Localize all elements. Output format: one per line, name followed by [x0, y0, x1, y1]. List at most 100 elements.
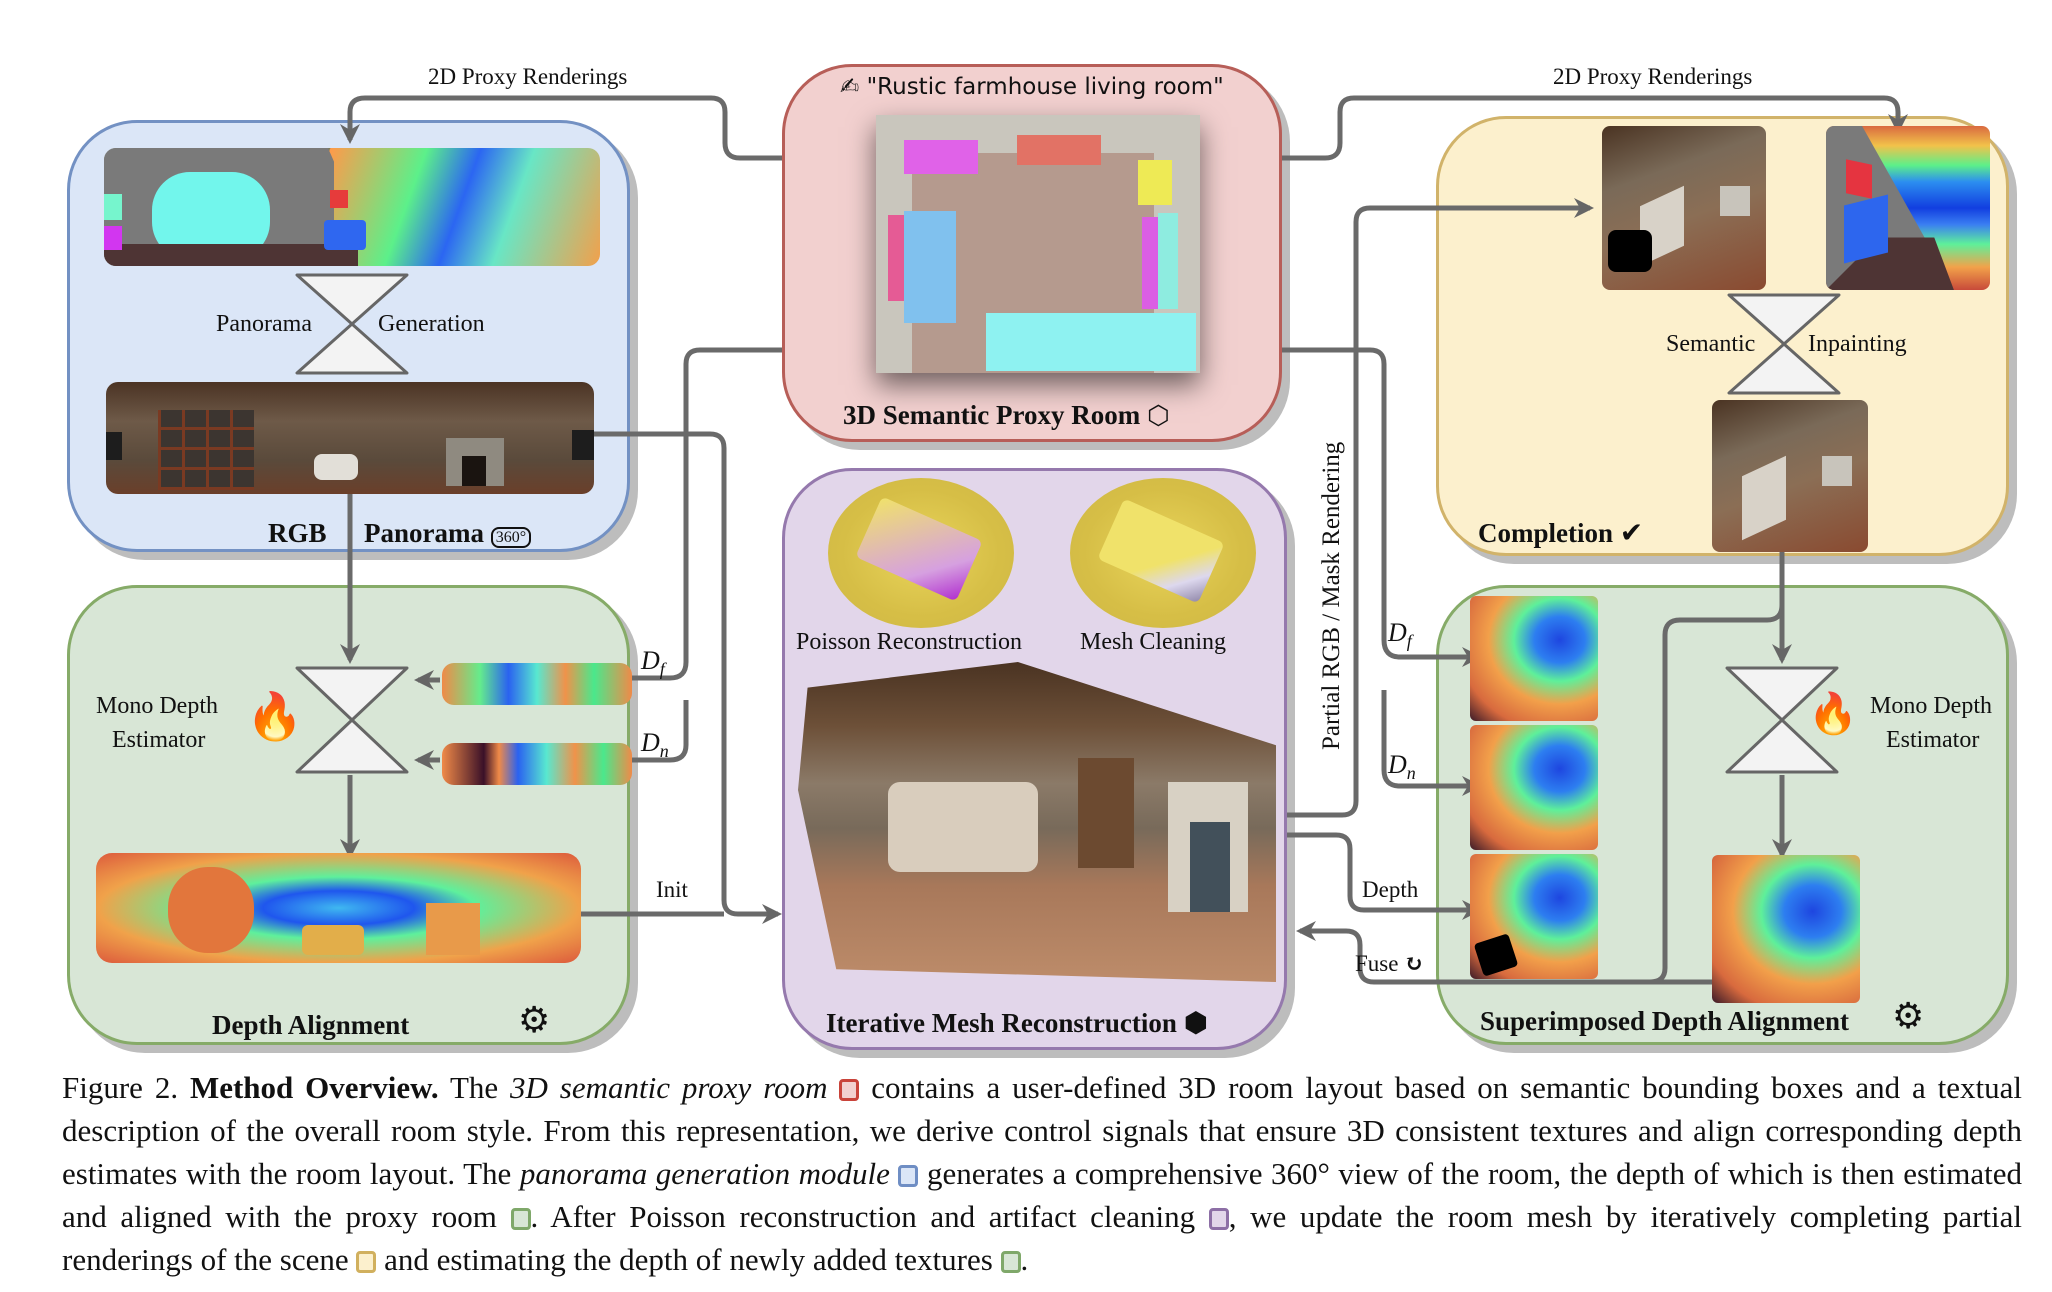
semantic-magenta [104, 226, 122, 250]
tv-left [106, 432, 122, 460]
semantic-blue [324, 220, 366, 250]
sofa-completed [1742, 455, 1786, 541]
label-fuse: Fuse ↻ [1355, 952, 1423, 975]
gear-gauge-icon-right: ⚙ [1892, 996, 1925, 1036]
box-red-top [1017, 135, 1101, 165]
arrow-proxy-to-panorama [340, 95, 782, 161]
depth-map-dn-left [442, 743, 632, 785]
360-view-icon: 360° [490, 527, 532, 548]
panorama-title: Panorama 360° [364, 518, 532, 548]
depth-alignment-title: Depth Alignment [212, 1010, 410, 1040]
superimposed-title: Superimposed Depth Alignment [1480, 1006, 1850, 1036]
estimator-left-line1: Mono Depth [96, 693, 218, 719]
label-init: Init [656, 877, 688, 902]
room-prompt-text: "Rustic farmhouse living room" [866, 74, 1224, 100]
semantic-red-box [1846, 159, 1872, 199]
mesh-cabinet [1078, 758, 1134, 868]
arrow-proxy-to-right-depth [1282, 347, 1482, 667]
aligned-depth-panorama [96, 853, 581, 963]
df-subscript: f [659, 659, 665, 680]
mono-depth-estimator-right [1723, 665, 1841, 775]
mesh-title: Iterative Mesh Reconstruction ⬢ [826, 1010, 1208, 1038]
arrow-partial-rendering [1287, 198, 1594, 818]
box-magenta-right [1142, 217, 1158, 309]
inpainting-left-label: Semantic [1666, 331, 1756, 357]
room-prompt: ✍ "Rustic farmhouse living room" [840, 76, 1224, 99]
box-magenta-top [904, 140, 978, 174]
arrow-fuse [1296, 921, 1712, 985]
legend-square-green-2 [1000, 1251, 1021, 1273]
arrow-proxy-to-left-depth [632, 347, 782, 681]
fire-icon-left: 🔥 [246, 691, 304, 742]
mesh-fireplace-opening [1190, 822, 1230, 912]
depth-map-dn-right [1470, 725, 1598, 850]
box-blue-left [904, 211, 956, 323]
fireplace-completed [1822, 456, 1852, 486]
df-subscript: f [1406, 631, 1412, 652]
proxy-room-title: 3D Semantic Proxy Room ⬡ [843, 402, 1170, 429]
legend-square-yellow [356, 1251, 377, 1273]
depth-map-partial-right [1470, 854, 1598, 979]
fireplace-depth [426, 903, 480, 955]
label-df-left: Df [641, 648, 665, 680]
label-partial-rendering: Partial RGB / Mask Rendering [1318, 441, 1345, 750]
estimator-right-line1: Mono Depth [1870, 693, 1992, 719]
semantic-blue-box [1844, 194, 1888, 264]
mask-hole-depth [1473, 933, 1519, 977]
panorama-generation-module [293, 272, 411, 376]
caption-bold-title: Method Overview. [189, 1070, 439, 1105]
legend-square-green [510, 1208, 531, 1230]
mesh-title-text: Iterative Mesh Reconstruction [826, 1008, 1177, 1038]
estimator-left-line2: Estimator [112, 727, 206, 753]
box-cyan-right [1158, 213, 1178, 309]
box-cyan-bottom [986, 313, 1196, 371]
panorama-module-left-label: Panorama [216, 311, 312, 337]
box-pink-left [888, 215, 904, 301]
mesh-cleaning-label: Mesh Cleaning [1080, 629, 1226, 655]
semantic-mint [104, 194, 122, 220]
panorama-module-right-label: Generation [378, 311, 485, 337]
label-dn-right: Dn [1388, 750, 1416, 783]
df-symbol: D [1388, 618, 1407, 647]
mono-depth-estimator-left [293, 665, 411, 775]
cleaned-mesh-shape [1097, 498, 1225, 604]
fire-icon-right: 🔥 [1808, 691, 1858, 736]
completed-rgb-render [1712, 400, 1868, 552]
check-circle-icon: ✔ [1619, 518, 1644, 549]
mesh-cleaning-image [1070, 478, 1256, 628]
panorama-title-rgb: RGB [268, 518, 327, 548]
legend-square-blue [898, 1165, 919, 1187]
hourglass-icon [1727, 293, 1841, 395]
caption-text: and estimating the depth of newly added … [384, 1242, 993, 1277]
rgb-panorama-image [106, 382, 594, 494]
inpainting-right-label: Inpainting [1808, 331, 1907, 357]
estimator-right-line2: Estimator [1886, 727, 1980, 753]
refresh-icon: ↻ [1404, 951, 1424, 976]
cube-icon: ⬡ [1146, 401, 1170, 430]
label-fuse-text: Fuse [1355, 951, 1399, 976]
mask-hole [1608, 230, 1652, 272]
legend-square-purple [1208, 1208, 1229, 1230]
semantic-inpainting-module [1725, 292, 1843, 396]
proxy-room-title-text: 3D Semantic Proxy Room [843, 400, 1141, 430]
caption-prefix: Figure 2. [62, 1070, 179, 1105]
hourglass-icon [295, 666, 409, 774]
completion-title-text: Completion [1478, 518, 1613, 548]
dn-symbol: D [641, 728, 660, 757]
caption-text: . After Poisson reconstruction and artif… [530, 1199, 1196, 1234]
caption-text: contains a user-defined 3D room layout b… [62, 1070, 2023, 1191]
figure-caption: Figure 2. Method Overview. The 3D semant… [62, 1066, 2022, 1281]
mesh-sofa [888, 782, 1038, 872]
fireplace-opening [462, 456, 486, 486]
label-depth: Depth [1362, 877, 1419, 902]
superimposed-depth-output [1712, 855, 1860, 1003]
hourglass-icon [295, 273, 409, 375]
panorama-title-text: Panorama [364, 518, 484, 548]
poisson-label: Poisson Reconstruction [796, 629, 1022, 655]
caption-text: generates a comprehensive 360° view of t… [62, 1156, 2023, 1234]
caption-italic-panorama-module: panorama generation module [519, 1156, 890, 1191]
bookshelf-depth [168, 867, 254, 953]
arrow-panorama-to-mesh [593, 431, 782, 924]
dn-symbol: D [1388, 750, 1407, 779]
